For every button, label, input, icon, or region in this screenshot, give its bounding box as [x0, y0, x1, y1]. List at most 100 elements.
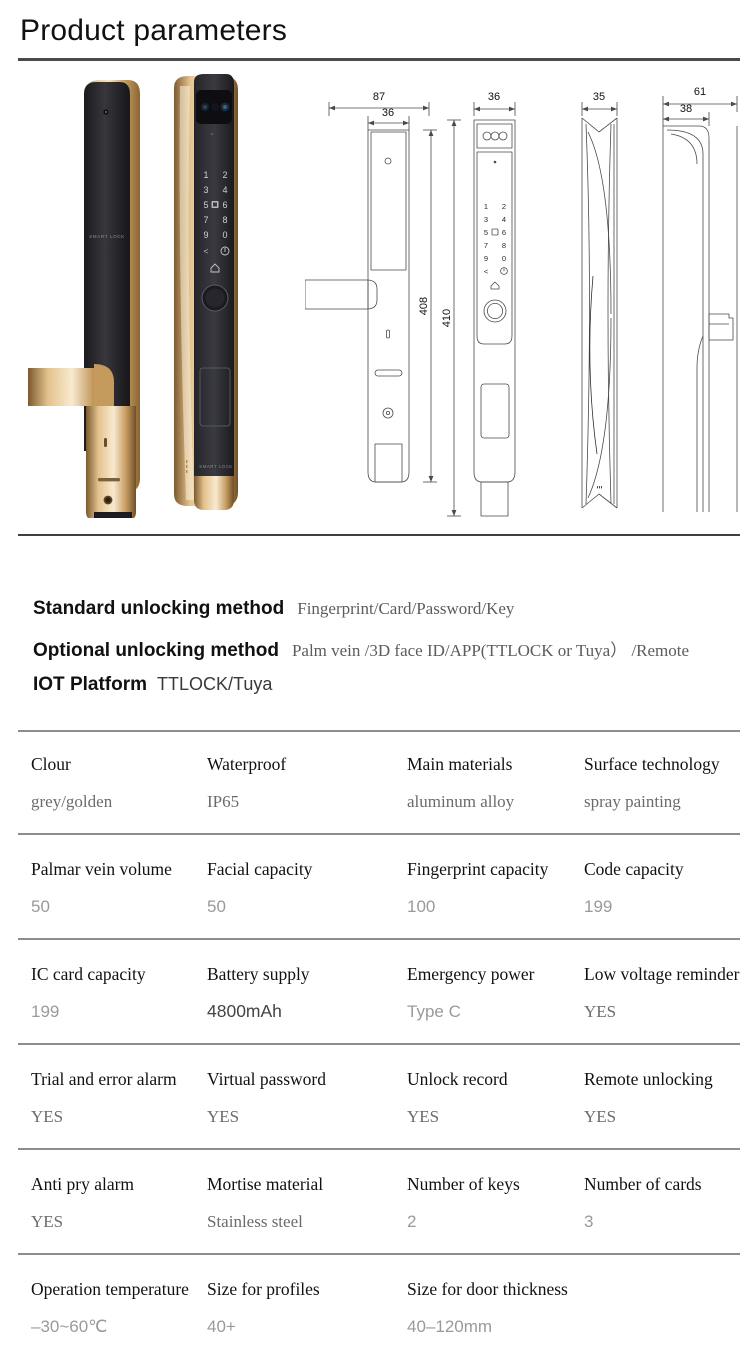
spec-value: YES	[584, 1001, 617, 1021]
spec-label: Fingerprint capacity	[407, 859, 549, 879]
spec-cell: Main materials aluminum alloy	[407, 755, 515, 811]
spec-label: Clour	[31, 754, 71, 774]
drawing-rear-panel: 87 36	[304, 91, 437, 483]
unlock-label-iot: IOT Platform	[33, 674, 148, 695]
spec-label: Palmar vein volume	[31, 859, 172, 879]
spec-value: spray painting	[584, 791, 681, 811]
spec-label: Code capacity	[584, 859, 684, 879]
spec-cell: Operation temperature –30~60℃	[31, 1279, 189, 1336]
spec-value: 40+	[207, 1316, 236, 1336]
table-row: IC card capacity 199 Battery supply 4800…	[0, 940, 750, 1045]
unlock-row-iot: IOT Platform TTLOCK/Tuya	[0, 674, 750, 712]
spec-value: YES	[584, 1106, 617, 1126]
spec-cell: Virtual password YES	[207, 1070, 326, 1126]
spec-label: Trial and error alarm	[31, 1069, 177, 1089]
spec-label: Facial capacity	[207, 859, 313, 879]
spec-value: 4800mAh	[207, 1000, 282, 1021]
spec-table: Clour grey/golden Waterproof IP65 Main m…	[0, 730, 750, 1343]
svg-text:4: 4	[502, 215, 506, 224]
spec-cell: Surface technology spray painting	[584, 754, 720, 811]
spec-cell: IC card capacity 199	[31, 964, 146, 1021]
spec-label: Emergency power	[407, 964, 535, 984]
svg-text:1: 1	[484, 202, 488, 211]
spec-value: YES	[31, 1106, 64, 1126]
spec-label: Surface technology	[584, 754, 720, 774]
row-divider	[18, 938, 740, 940]
svg-text:7: 7	[484, 241, 488, 250]
spec-value: YES	[407, 1106, 440, 1126]
svg-text:2: 2	[502, 202, 506, 211]
table-row: Palmar vein volume 50 Facial capacity 50…	[0, 835, 750, 940]
row-divider	[18, 1043, 740, 1045]
drawing-handle-side: 61 38	[662, 86, 738, 512]
hero-section: SMART LOCK	[0, 62, 750, 540]
svg-text:36: 36	[382, 107, 394, 119]
technical-drawings: 87 36	[304, 68, 745, 518]
svg-text:2: 2	[222, 170, 227, 180]
spec-label: Size for profiles	[207, 1279, 320, 1299]
svg-text:408: 408	[418, 297, 430, 315]
unlock-label-standard: Standard unlocking method	[33, 598, 285, 619]
unlock-value-iot: TTLOCK/Tuya	[157, 674, 273, 694]
spec-label: Low voltage reminder	[584, 964, 740, 984]
spec-value: YES	[207, 1106, 240, 1126]
row-divider	[18, 833, 740, 835]
spec-label: Remote unlocking	[584, 1069, 713, 1089]
spec-label: Battery supply	[207, 964, 310, 984]
spec-cell: Code capacity 199	[584, 859, 684, 914]
svg-text:36: 36	[488, 91, 500, 103]
row-divider	[18, 1148, 740, 1150]
svg-text:3: 3	[484, 215, 488, 224]
spec-cell: Unlock record YES	[407, 1069, 508, 1126]
spec-value: 50	[207, 896, 226, 916]
spec-cell: Clour grey/golden	[31, 754, 113, 811]
spec-cell: Waterproof IP65	[207, 754, 287, 811]
spec-value: 50	[31, 896, 50, 916]
svg-text:5: 5	[484, 228, 488, 237]
row-top-border	[18, 730, 740, 732]
spec-value: grey/golden	[31, 791, 113, 811]
spec-cell: Trial and error alarm YES	[31, 1069, 177, 1126]
svg-text:SMART LOCK: SMART LOCK	[89, 234, 125, 239]
svg-text:87: 87	[373, 91, 385, 103]
spec-cell: Size for door thickness 40–120mm	[407, 1279, 568, 1334]
spec-value: –30~60℃	[31, 1316, 108, 1336]
drawing-front-panel: 36 1 2 3 4	[441, 91, 516, 517]
spec-value: 3	[584, 1211, 594, 1231]
svg-text:410: 410	[441, 309, 453, 327]
table-row: Anti pry alarm YES Mortise material Stai…	[0, 1150, 750, 1255]
spec-value: aluminum alloy	[407, 791, 515, 811]
spec-cell: Emergency power Type C	[407, 964, 535, 1019]
spec-value: 2	[407, 1211, 417, 1231]
table-row: Operation temperature –30~60℃ Size for p…	[0, 1255, 750, 1343]
spec-value: IP65	[207, 791, 240, 811]
spec-label: Size for door thickness	[407, 1279, 568, 1299]
spec-value: 199	[31, 1001, 60, 1021]
unlocking-methods-block: Standard unlocking method Fingerprint/Ca…	[0, 598, 750, 712]
spec-cell: Size for profiles 40+	[207, 1279, 320, 1336]
spec-cell: Fingerprint capacity 100	[407, 859, 549, 916]
svg-text:7: 7	[203, 215, 208, 225]
unlock-value-optional: Palm vein /3D face ID/APP(TTLOCK or Tuya…	[291, 641, 690, 660]
svg-text:1: 1	[203, 170, 208, 180]
spec-value: YES	[31, 1211, 64, 1231]
spec-cell: Anti pry alarm YES	[31, 1175, 134, 1231]
spec-label: Unlock record	[407, 1069, 508, 1089]
svg-text:4: 4	[222, 185, 227, 195]
page-title: Product parameters	[20, 14, 288, 47]
spec-label: IC card capacity	[31, 964, 146, 984]
svg-text:8: 8	[502, 241, 506, 250]
spec-label: Operation temperature	[31, 1279, 189, 1299]
svg-text:9: 9	[484, 254, 488, 263]
svg-text:61: 61	[694, 86, 706, 98]
spec-label: Waterproof	[207, 754, 287, 774]
spec-value: 100	[407, 896, 436, 916]
unlock-label-optional: Optional unlocking method	[33, 640, 279, 661]
spec-cell: Number of cards 3	[584, 1175, 702, 1231]
svg-text:6: 6	[502, 228, 506, 237]
svg-text:<: <	[484, 267, 489, 276]
svg-text:6: 6	[222, 200, 227, 210]
spec-label: Mortise material	[207, 1174, 324, 1194]
hero-divider	[18, 534, 740, 536]
